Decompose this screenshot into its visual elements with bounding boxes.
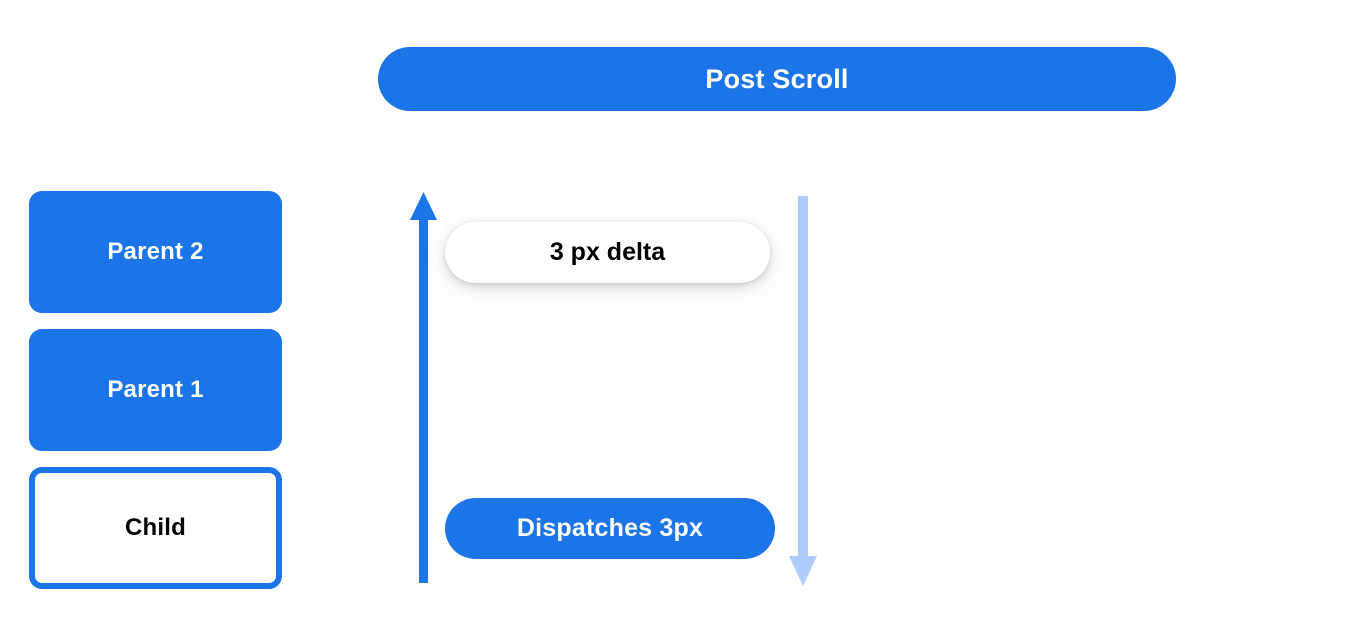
node-parent-1-label: Parent 1	[107, 376, 204, 403]
delta-annotation-pill: 3 px delta	[445, 222, 770, 283]
node-parent-1: Parent 1	[29, 329, 282, 451]
node-parent-2-label: Parent 2	[107, 238, 204, 265]
post-scroll-header: Post Scroll	[378, 47, 1176, 111]
scroll-down-arrow-icon	[789, 196, 817, 586]
dispatch-annotation-label: Dispatches 3px	[516, 514, 704, 542]
scroll-up-arrow-icon	[410, 192, 437, 583]
dispatch-annotation-pill: Dispatches 3px	[445, 498, 775, 559]
post-scroll-header-label: Post Scroll	[705, 63, 849, 94]
delta-annotation-label: 3 px delta	[549, 238, 666, 266]
node-child: Child	[29, 467, 282, 589]
node-child-label: Child	[125, 514, 186, 541]
node-parent-2: Parent 2	[29, 191, 282, 313]
